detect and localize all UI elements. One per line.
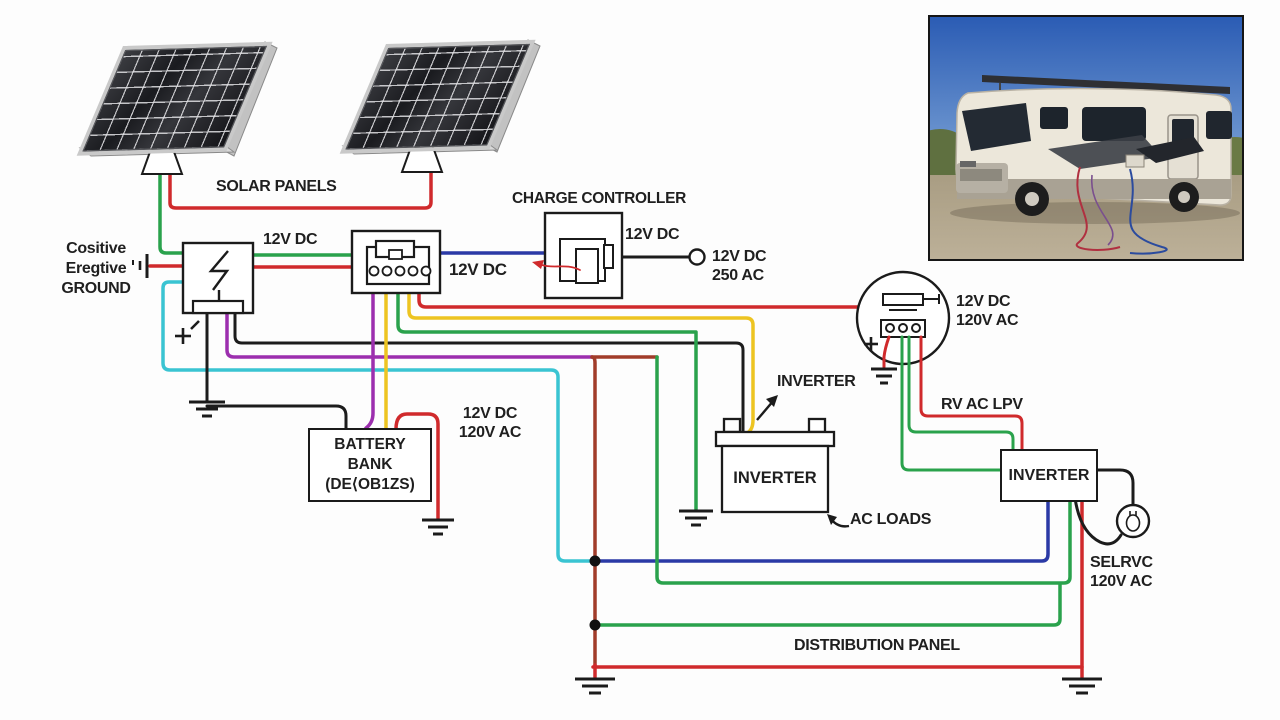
ac-loads-pointer-arrow xyxy=(827,514,850,528)
plus-mark-transfer-switch xyxy=(864,337,878,351)
wire-green-bus-to-ground xyxy=(396,291,698,512)
inverter-mid-box-label-wrap: INVERTER xyxy=(722,446,828,510)
wire-solar-negative-green xyxy=(158,148,185,255)
rv-photo-scene xyxy=(908,17,1271,259)
polarity-note: Cositive Eregtive GROUND xyxy=(48,239,144,299)
ground-symbol-transfer-switch xyxy=(871,367,897,385)
ground-symbol-battery xyxy=(422,518,454,536)
wire-green-loop-b xyxy=(593,582,1062,627)
wire-red-bus-to-transfer-switch xyxy=(417,291,862,309)
battery-rating-line2: 120V AC xyxy=(458,424,522,441)
polarity-note-line2: Eregtive xyxy=(65,260,127,277)
wire-switch-green-long xyxy=(900,335,1002,472)
wire-outlet-top-black xyxy=(1092,468,1135,506)
ground-symbol-fuse xyxy=(189,400,225,418)
wire-maroon-drop xyxy=(590,355,597,667)
plus-mark-fuse xyxy=(175,320,200,344)
wire-yellow-bus xyxy=(407,291,755,435)
charge-controller-inner2 xyxy=(575,248,599,284)
rv-front-hub xyxy=(1025,192,1039,206)
inverter-mid-label: INVERTER xyxy=(733,468,817,487)
controller-terminal-line1: 12V DC xyxy=(712,248,767,265)
battery-rating: 12V DC 120V AC xyxy=(448,404,532,442)
rv-swoosh-2 xyxy=(1136,137,1204,163)
rv-roof-solar-panels xyxy=(982,75,1230,94)
transfer-switch-terminal-icon xyxy=(880,319,926,338)
service-outlet-circle xyxy=(1115,503,1151,539)
inverter-pointer-arrow xyxy=(756,395,778,421)
negative-terminal-icon xyxy=(132,254,149,278)
controller-terminal-line2: 250 AC xyxy=(712,267,764,284)
charge-controller-label: CHARGE CONTROLLER xyxy=(512,190,687,207)
junction-dot-2 xyxy=(589,619,601,631)
ground-symbol-distribution-left xyxy=(575,677,615,695)
rv-cab-window xyxy=(1040,107,1068,129)
charge-controller-arrow xyxy=(532,260,581,271)
terminal-block-pins xyxy=(368,265,432,277)
rv-cable-purple xyxy=(1091,174,1114,246)
junction-dot-1 xyxy=(589,555,601,567)
rv-headlight xyxy=(960,161,976,167)
wire-cyan-run xyxy=(161,280,594,563)
rv-hookup-box xyxy=(1125,154,1145,168)
wire-green-loop-a xyxy=(655,355,1072,585)
controller-output-terminal xyxy=(688,248,706,266)
wire-switch-red-out xyxy=(919,335,1024,451)
wire-switch-ground-red xyxy=(882,335,891,369)
distribution-panel-label: DISTRIBUTION PANEL xyxy=(794,637,960,654)
controller-out-voltage-label: 12V DC xyxy=(625,226,680,243)
rv-grille xyxy=(960,169,1002,181)
battery-rating-line1: 12V DC xyxy=(462,405,518,422)
fuse-zigzag-icon xyxy=(208,250,230,301)
service-outlet-label: SELRVC 120V AC xyxy=(1090,553,1153,591)
controller-in-voltage-label: 12V DC xyxy=(449,260,507,279)
wire-outlet-arc-black xyxy=(1073,496,1123,546)
charge-controller-tab xyxy=(603,244,614,269)
rv-photo xyxy=(908,15,1271,261)
ground-symbol-green-bus xyxy=(679,509,713,527)
transfer-rating-line2: 120V AC xyxy=(956,312,1019,329)
rv-side-window xyxy=(1082,107,1146,141)
ground-symbol-distribution-right xyxy=(1062,677,1102,695)
service-outlet-line1: SELRVC xyxy=(1090,554,1153,571)
wire-solar-positive-red xyxy=(168,146,433,210)
transfer-rating-line1: 12V DC xyxy=(956,293,1011,310)
rv-rear-window xyxy=(1206,111,1232,139)
service-outlet-plug-icon xyxy=(1125,511,1141,532)
polarity-note-line3: GROUND xyxy=(61,280,131,297)
transfer-switch-rating: 12V DC 120V AC xyxy=(956,292,1019,330)
fuse-box-bar xyxy=(191,299,245,315)
ac-loads-label: AC LOADS xyxy=(850,511,932,528)
battery-bank-box: BATTERY BANK (DE⟨OB1ZS) xyxy=(308,428,432,502)
rv-ac-label: RV AC LPV xyxy=(941,396,1023,413)
wire-switch-green-short xyxy=(907,335,1015,451)
terminal-block-notch xyxy=(388,249,403,260)
wire-black-bus xyxy=(233,311,745,435)
inverter-battery-icon xyxy=(714,417,836,514)
battery-bank-model: (DE⟨OB1ZS) xyxy=(325,476,415,493)
inverter-right-box: INVERTER xyxy=(1000,449,1098,502)
solar-panels-label: SOLAR PANELS xyxy=(216,178,337,195)
rv-rear-hub xyxy=(1178,191,1190,203)
inverter-right-label: INVERTER xyxy=(1008,466,1090,484)
transfer-switch-breaker-icon xyxy=(882,293,940,311)
wire-ground-to-battery-black xyxy=(205,404,348,430)
inverter-pointer-label: INVERTER xyxy=(777,373,856,390)
pv-bus-voltage-label: 12V DC xyxy=(263,231,318,248)
rv-cable-blue xyxy=(1129,168,1168,255)
wire-terminal-to-battery-purple xyxy=(364,291,375,430)
controller-terminal-rating: 12V DC 250 AC xyxy=(712,247,767,285)
photo-shadow xyxy=(950,202,1240,224)
wire-blue-distribution xyxy=(593,496,1050,563)
wire-battery-ground-red xyxy=(394,412,440,520)
polarity-note-line1: Cositive xyxy=(66,240,126,257)
rv-cable-red xyxy=(1075,166,1121,251)
wire-purple-bus xyxy=(225,311,594,359)
rv-windshield xyxy=(962,103,1031,151)
battery-bank-label: BATTERY BANK xyxy=(334,436,406,473)
service-outlet-line2: 120V AC xyxy=(1090,573,1153,590)
